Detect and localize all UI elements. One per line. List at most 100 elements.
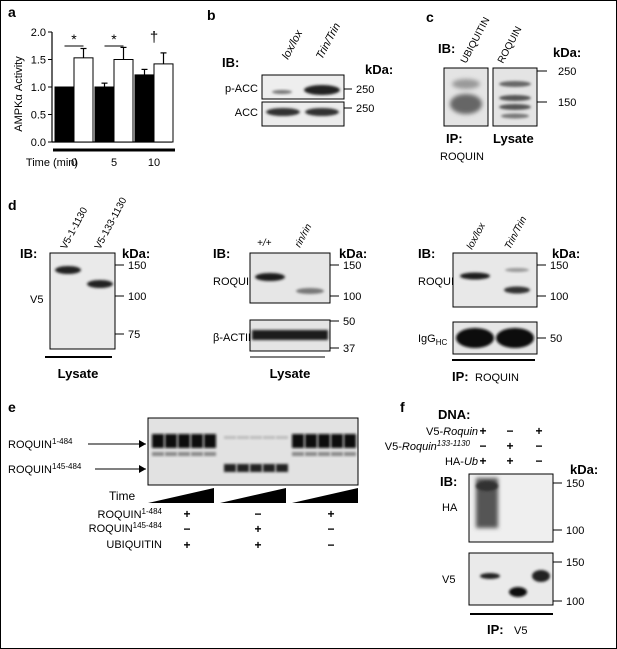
smear xyxy=(452,79,480,89)
y-tick-label: 0.5 xyxy=(31,110,46,122)
band-name: ROQUIN xyxy=(8,464,52,476)
condition-sup: 1-484 xyxy=(142,507,163,516)
marker-label: 150 xyxy=(566,557,584,569)
panel-a: a AMPKα Activity 0.00.51.01.52.00*5*10† … xyxy=(8,4,175,169)
condition-mark: − xyxy=(254,507,261,521)
gel-band xyxy=(178,434,190,448)
kda-label: kDa: xyxy=(339,246,367,261)
band xyxy=(501,113,529,119)
band-name: ROQUIN xyxy=(8,439,52,451)
smear xyxy=(450,94,482,114)
condition-mark: − xyxy=(183,522,190,536)
panel-e: e ROQUIN1-484 ROQUIN145-484 Time ROQUIN1… xyxy=(8,399,359,552)
arrow-head xyxy=(139,440,146,448)
x-tick-label: 10 xyxy=(148,157,160,169)
condition-mark: + xyxy=(254,538,261,552)
band xyxy=(496,328,534,348)
marker-label: 100 xyxy=(566,525,584,537)
gel-band xyxy=(204,434,216,448)
dna-prefix: HA- xyxy=(445,456,464,468)
panel-letter-f: f xyxy=(400,399,405,415)
y-tick-label: 1.5 xyxy=(31,55,46,67)
panel-letter-e: e xyxy=(8,399,16,415)
panel-d-middle: IB: +/+ rin/rin kDa: ROQUIN 150 100 β-AC… xyxy=(213,222,367,381)
marker-label: 50 xyxy=(343,316,355,328)
dna-gene: Roquin xyxy=(443,426,478,438)
marker-label: 150 xyxy=(343,260,361,272)
dna-gene: Roquin xyxy=(402,441,437,453)
dna-mark: − xyxy=(506,424,513,438)
bar xyxy=(113,59,134,143)
dna-mark: − xyxy=(479,439,486,453)
kda-label: kDa: xyxy=(570,462,598,477)
band xyxy=(476,481,498,491)
row-label-roquin: ROQUIN xyxy=(418,276,462,288)
band-label-roquin-1-484: ROQUIN1-484 xyxy=(8,437,73,451)
band xyxy=(509,587,527,597)
condition-name: ROQUIN xyxy=(98,509,142,521)
band xyxy=(55,266,81,274)
row-label-v5: V5 xyxy=(30,294,43,306)
band xyxy=(296,288,324,294)
band xyxy=(252,330,328,340)
gel-band xyxy=(292,452,304,456)
condition-mark: − xyxy=(327,522,334,536)
y-tick-label: 2.0 xyxy=(31,27,46,39)
row-label-igg: IgGHC xyxy=(418,333,448,347)
band xyxy=(532,570,550,582)
row-label-acc: ACC xyxy=(235,107,258,119)
dna-mark: + xyxy=(506,439,513,453)
condition-sup: 145-484 xyxy=(133,521,163,530)
marker-label: 100 xyxy=(128,291,146,303)
lane-label: V5-1-1130 xyxy=(59,205,90,251)
condition-mark: + xyxy=(327,507,334,521)
ib-label: IB: xyxy=(222,55,239,70)
marker-label: 150 xyxy=(550,260,568,272)
panel-b: b IB: lox/lox Trin/Trin kDa: p-ACC ACC 2… xyxy=(207,7,393,127)
gel-band xyxy=(165,452,177,456)
panel-letter-c: c xyxy=(426,9,434,25)
dna-sup: 133-1130 xyxy=(437,439,471,448)
dna-prefix: V5- xyxy=(426,426,443,438)
smear xyxy=(476,478,498,528)
igg-name: IgG xyxy=(418,333,436,345)
marker-label: 250 xyxy=(356,84,374,96)
gel-band xyxy=(178,452,190,456)
gel-band xyxy=(263,436,275,439)
band xyxy=(304,85,340,95)
ib-label: IB: xyxy=(20,246,37,261)
band xyxy=(305,108,339,116)
ip-label: IP: xyxy=(487,622,504,637)
ib-label: IB: xyxy=(438,41,455,56)
gel-band xyxy=(224,464,236,472)
condition-mark: + xyxy=(183,538,190,552)
kda-label: kDa: xyxy=(122,246,150,261)
gel-band xyxy=(165,434,177,448)
bar xyxy=(94,86,115,143)
gel-band xyxy=(250,464,262,472)
panel-d-right: IB: lox/lox Trin/Trin kDa: ROQUIN 150 10… xyxy=(418,214,580,384)
band xyxy=(272,90,292,94)
panel-letter-d: d xyxy=(8,197,17,213)
marker-label: 37 xyxy=(343,343,355,355)
marker-label: 50 xyxy=(550,333,562,345)
band xyxy=(505,268,529,272)
gel-band xyxy=(250,436,262,439)
bar xyxy=(134,74,155,143)
row-label-actin: β-ACTIN xyxy=(213,332,256,344)
significance-mark: * xyxy=(71,31,77,47)
gel-band xyxy=(191,434,203,448)
ip-target: ROQUIN xyxy=(440,151,484,163)
time-label: Time xyxy=(109,489,136,503)
gel-band xyxy=(344,434,356,448)
arrow-head xyxy=(139,465,146,473)
dna-mark: − xyxy=(535,439,542,453)
bar-chart: 0.00.51.01.52.00*5*10† xyxy=(31,27,175,169)
y-tick-label: 1.0 xyxy=(31,82,46,94)
gel-image xyxy=(147,417,359,486)
ip-target: V5 xyxy=(514,625,527,637)
band xyxy=(456,328,494,348)
dna-mark: + xyxy=(479,424,486,438)
dna-condition: V5-Roquin xyxy=(426,426,478,438)
gel-band xyxy=(305,434,317,448)
